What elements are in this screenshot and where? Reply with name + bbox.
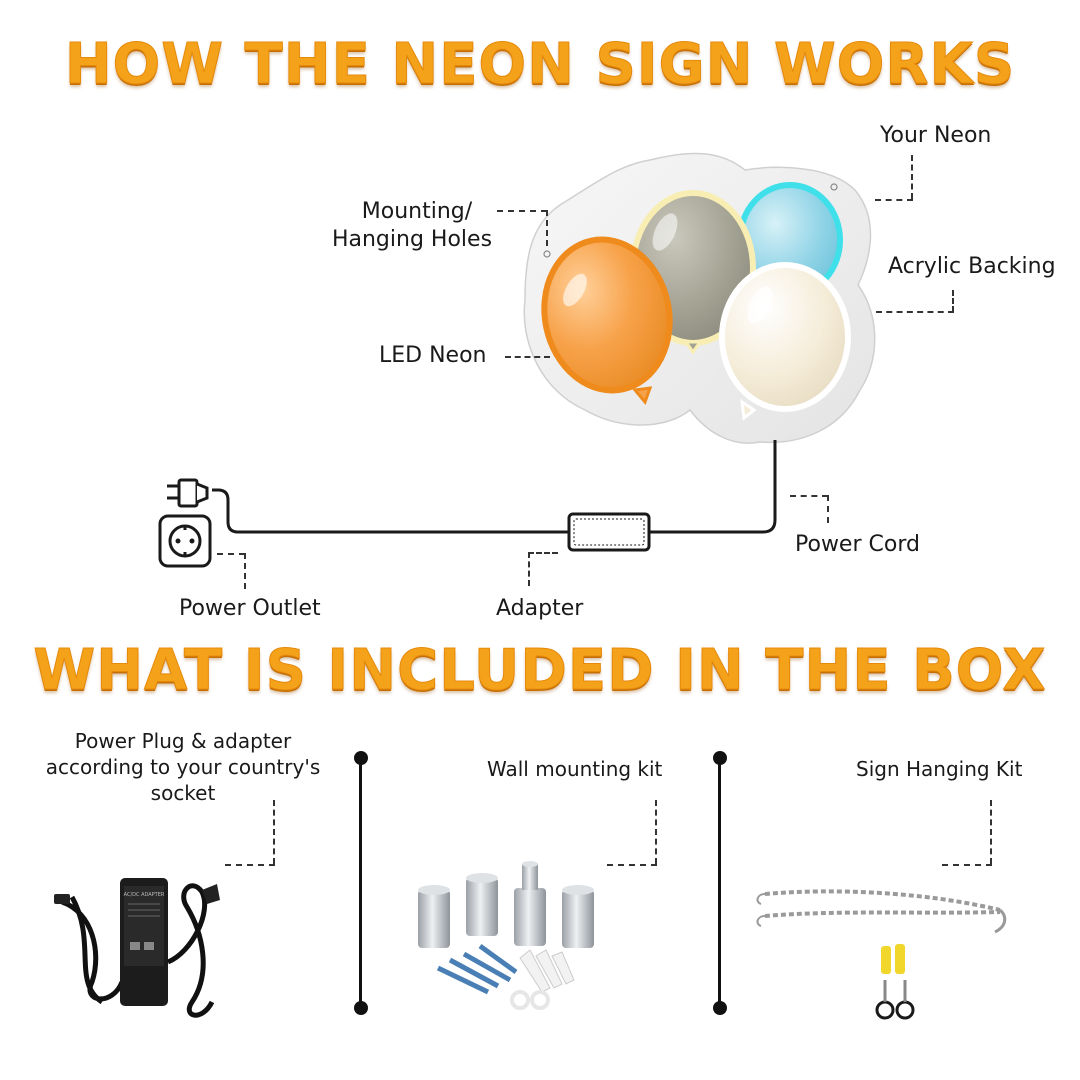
mounting-holes-label: Mounting/ Hanging Holes: [322, 198, 502, 254]
plug-icon: [167, 478, 209, 508]
acrylic-backing-label: Acrylic Backing: [888, 254, 1056, 279]
plug-kit-leader: [273, 800, 275, 864]
your-neon-leader: [911, 155, 913, 199]
wall-kit-leader: [655, 800, 657, 864]
plug-adapter-label: Power Plug & adapter according to your c…: [38, 728, 328, 806]
outlet-leader: [217, 553, 245, 555]
adapter-label: Adapter: [496, 596, 584, 621]
mounting-label-line1: Mounting/: [361, 199, 473, 224]
sign-kit-leader: [942, 864, 992, 866]
adapter-leader: [528, 552, 558, 554]
your-neon-leader: [875, 199, 913, 201]
wall-mounting-kit-image: [418, 861, 594, 1010]
power-outlet-label: Power Outlet: [179, 596, 321, 621]
included-heading: WHAT IS INCLUDED IN THE BOX: [33, 638, 1047, 704]
wall-kit-leader: [607, 864, 657, 866]
acrylic-leader: [952, 290, 954, 312]
wall-mounting-kit-label: Wall mounting kit: [487, 757, 663, 781]
power-outlet-icon: [158, 514, 212, 568]
mounting-leader: [546, 210, 548, 246]
adapter-print-text: AC/DC ADAPTER: [124, 892, 165, 898]
power-adapter-image: AC/DC ADAPTER: [54, 878, 220, 1018]
plug-label-line2: according to your country's: [45, 755, 321, 779]
power-cord-leader: [827, 495, 829, 523]
mounting-leader: [497, 210, 547, 212]
plug-label-line3: socket: [150, 781, 216, 805]
power-cord-leader: [790, 495, 828, 497]
separator-line: [359, 758, 362, 1008]
sign-hanging-kit-label: Sign Hanging Kit: [856, 757, 1023, 781]
acrylic-leader: [876, 311, 954, 313]
separator-line: [718, 758, 721, 1008]
power-cord-label: Power Cord: [795, 532, 920, 557]
your-neon-label: Your Neon: [880, 123, 992, 148]
separator-dot-bottom: [713, 1001, 727, 1015]
plug-label-line1: Power Plug & adapter: [74, 729, 292, 753]
sign-kit-leader: [990, 800, 992, 864]
how-it-works-heading: HOW THE NEON SIGN WORKS: [64, 32, 1016, 98]
sign-hanging-kit-image: [756, 889, 1007, 1020]
adapter-box-icon: [567, 512, 651, 552]
led-neon-leader: [505, 356, 550, 358]
separator-dot-bottom: [354, 1001, 368, 1015]
plug-kit-leader: [225, 864, 275, 866]
mounting-label-line2: Hanging Holes: [331, 227, 493, 252]
led-neon-label: LED Neon: [379, 343, 487, 368]
outlet-leader: [244, 553, 246, 589]
adapter-leader: [528, 552, 530, 586]
